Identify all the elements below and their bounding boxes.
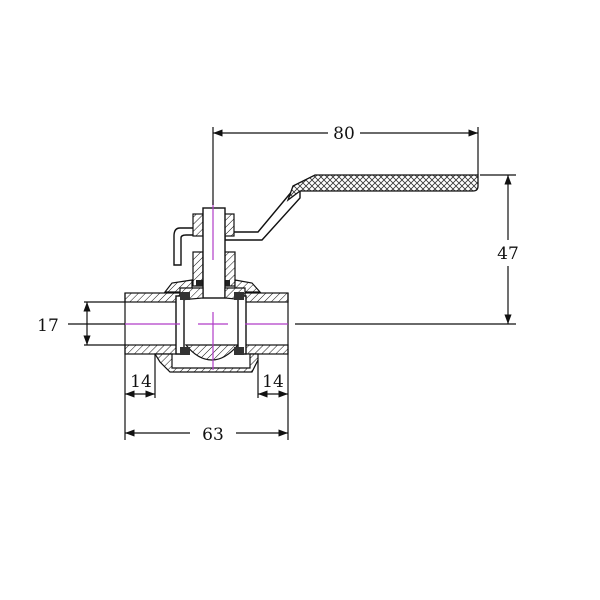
lever-handle <box>224 174 479 241</box>
dim-overall-length: 63 <box>202 425 224 445</box>
dim-bore: 17 <box>37 316 59 336</box>
dim-thread-left: 14 <box>130 372 152 392</box>
dim-lever-length: 80 <box>333 124 355 144</box>
dimension-80 <box>212 127 479 205</box>
centerlines <box>125 200 288 370</box>
stem-assembly <box>163 207 262 299</box>
valve-body <box>124 287 289 373</box>
dim-thread-right: 14 <box>262 372 284 392</box>
dimension-14 <box>125 354 288 398</box>
dimension-17 <box>68 301 125 346</box>
dimension-47 <box>295 174 516 325</box>
dim-height: 47 <box>497 244 519 264</box>
dimension-63 <box>124 354 289 440</box>
lever-stop <box>173 227 201 266</box>
